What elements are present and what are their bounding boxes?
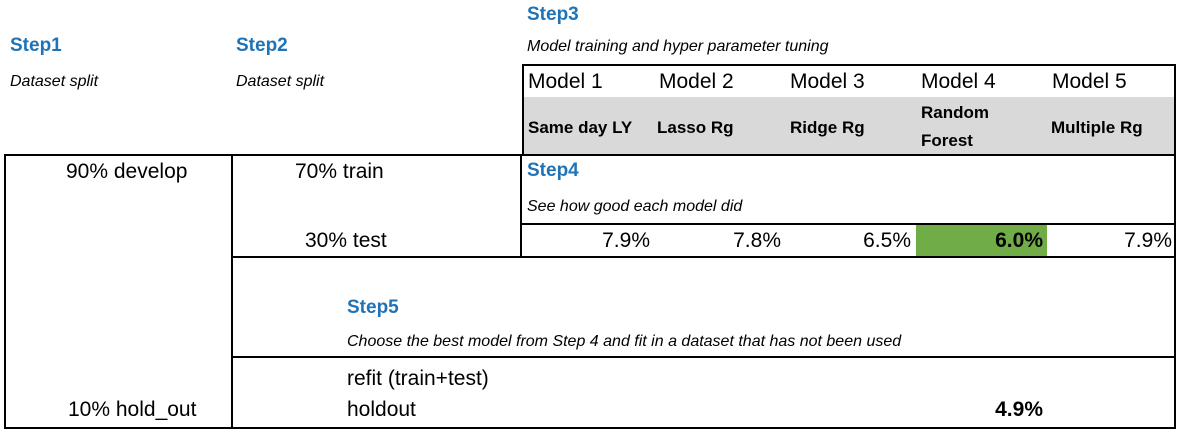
test-split-label: 30% test — [305, 229, 387, 252]
step2-column-divider — [520, 154, 522, 258]
step3-subtitle: Model training and hyper parameter tunin… — [527, 38, 829, 55]
model-2-name: Lasso Rg — [657, 118, 734, 137]
main-left-border — [4, 154, 6, 429]
step2-subtitle: Dataset split — [236, 73, 325, 90]
model-4-header: Model 4 — [921, 70, 996, 93]
train-split-label: 70% train — [295, 160, 384, 183]
step5-subtitle: Choose the best model from Step 4 and fi… — [347, 333, 902, 350]
hold-out-split-label: 10% hold_out — [68, 398, 197, 421]
model-4-name-line2: Forest — [921, 131, 973, 150]
model-1-name: Same day LY — [528, 118, 633, 137]
step3-left-border — [522, 64, 524, 156]
step3-top-border — [522, 64, 1175, 66]
main-top-border — [4, 154, 1176, 156]
step2-title: Step2 — [236, 35, 288, 56]
step3-title: Step3 — [527, 4, 579, 25]
model-2-header: Model 2 — [659, 70, 734, 93]
step5-divider — [231, 356, 1176, 358]
model-2-score: 7.8% — [733, 229, 781, 252]
model-5-header: Model 5 — [1052, 70, 1127, 93]
refit-label: refit (train+test) — [347, 367, 489, 390]
model-4-name-line1: Random — [921, 103, 989, 122]
model-3-name: Ridge Rg — [790, 118, 865, 137]
step1-title: Step1 — [10, 35, 62, 56]
step1-subtitle: Dataset split — [10, 73, 99, 90]
model-5-name: Multiple Rg — [1051, 118, 1143, 137]
develop-split-label: 90% develop — [66, 160, 188, 183]
model-1-header: Model 1 — [528, 70, 603, 93]
model-name-band — [522, 97, 1175, 155]
holdout-label: holdout — [347, 398, 416, 421]
model-3-header: Model 3 — [790, 70, 865, 93]
step4-subtitle: See how good each model did — [527, 198, 743, 215]
score-row-bottom-border — [231, 256, 1176, 258]
model-5-score: 7.9% — [1124, 229, 1172, 252]
step5-title: Step5 — [347, 297, 399, 318]
step3-right-border — [1174, 64, 1176, 258]
score-row-top-border — [520, 223, 1176, 225]
model-4-score: 6.0% — [995, 229, 1043, 252]
best-model-highlight — [916, 225, 1047, 256]
model-3-score: 6.5% — [863, 229, 911, 252]
main-right-border-lower — [1174, 256, 1176, 429]
holdout-score: 4.9% — [995, 398, 1043, 421]
step4-title: Step4 — [527, 160, 579, 181]
model-1-score: 7.9% — [602, 229, 650, 252]
main-bottom-border — [4, 427, 1176, 429]
step1-column-divider — [231, 154, 233, 429]
